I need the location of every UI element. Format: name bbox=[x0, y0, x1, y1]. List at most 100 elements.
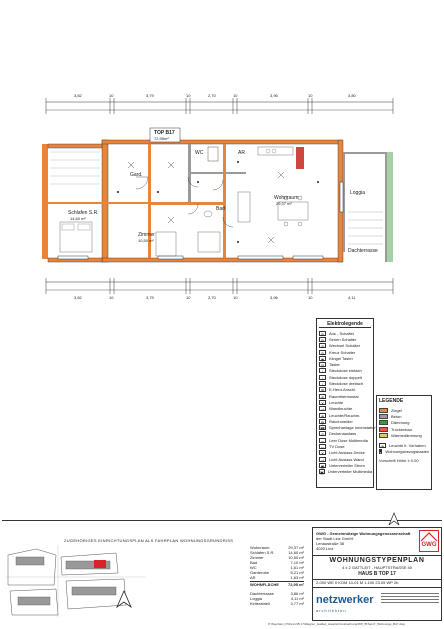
legend-item-label: Licht Auslass Decke bbox=[329, 450, 365, 456]
room-label-wc: WC bbox=[195, 150, 204, 156]
electrical-symbol-icon: ◎ bbox=[319, 362, 326, 369]
legend-list: ⊘Aus - Schalter⊘Serien Schalter⊘Wechsel … bbox=[319, 330, 377, 476]
area-row-value: 8,21 m² bbox=[290, 570, 304, 575]
electrical-symbol-icon: ☎ bbox=[319, 425, 326, 432]
area-row-label: Bad bbox=[250, 560, 258, 565]
room-label-loggia: Loggia bbox=[350, 190, 366, 196]
dim-bottom-1: 3,82 bbox=[74, 295, 82, 300]
material-swatch bbox=[379, 426, 388, 432]
title-block: GWG - Gemeinnützige Wohnungsgenossenscha… bbox=[312, 527, 442, 621]
dim-bottom-3: 3,79 bbox=[146, 295, 154, 300]
brand-info-lines bbox=[381, 591, 439, 605]
area-row-value: 3,77 m² bbox=[290, 601, 304, 606]
company-address: Lenaustraße 38 bbox=[316, 541, 345, 546]
legend-item-label: Wechsel Schalter bbox=[329, 343, 361, 349]
area-row-value: 7,10 m² bbox=[290, 560, 304, 565]
legend-item-label: Leuchte/Rauchm. bbox=[329, 412, 361, 418]
area-row: Zimmer 10,50 m² bbox=[250, 555, 304, 560]
netzwerker-logo: netzwerker architekten bbox=[316, 594, 374, 613]
dim-top-2: 10 bbox=[109, 93, 114, 98]
legend-item: ▭Leer Dose Multimedia bbox=[319, 437, 371, 444]
legend-item-label: Sprechanlage Innenstation bbox=[328, 425, 377, 431]
room-area-zimmer: 10,50 m² bbox=[138, 238, 154, 243]
legend-item-label: Licht Auslass Wand bbox=[329, 456, 364, 462]
title-band bbox=[313, 555, 441, 556]
legend-item-label: TV Dose bbox=[329, 443, 345, 449]
legend-item-label: Unterverteiler Strom bbox=[329, 462, 365, 468]
area-row-label: Dachterrasse bbox=[250, 591, 274, 596]
dim-bottom-4: 10 bbox=[186, 295, 191, 300]
dim-top-9: 3,80 bbox=[348, 93, 356, 98]
legend-item-label: Aus - Schalter bbox=[329, 330, 355, 336]
electrical-symbol-icon: ⊥ bbox=[319, 368, 326, 375]
room-label-gard: Gard. bbox=[130, 172, 143, 178]
dim-bottom-8: 10 bbox=[308, 295, 313, 300]
room-label-schlafen: Schlafen S.R. bbox=[68, 210, 99, 216]
plan-title: WOHNUNGSTYPENPLAN bbox=[329, 557, 425, 564]
electrical-symbol-icon: ✕ bbox=[319, 399, 326, 406]
legend-item-label: Leuchte bbox=[329, 399, 344, 405]
electrical-symbol-icon: ⊙ bbox=[319, 431, 326, 438]
electrical-symbol-icon: ⊘ bbox=[319, 349, 326, 356]
room-label-ar: AR bbox=[238, 150, 245, 156]
material-swatch bbox=[379, 420, 388, 426]
dim-top-5: 2,70 bbox=[208, 93, 216, 98]
lamp-icon: ⊗ bbox=[379, 443, 386, 450]
legend-notes: Vorschrift Höhe ± 0,00 bbox=[379, 458, 419, 464]
legend-item: ✕Licht Auslass Decke bbox=[319, 450, 371, 456]
area-row-label: WC bbox=[250, 565, 257, 570]
area-row-value: 10,50 m² bbox=[288, 555, 304, 560]
meta-band bbox=[313, 579, 441, 580]
dim-top-4: 10 bbox=[186, 93, 191, 98]
legend-item: ⊙Deckenauslass bbox=[319, 431, 371, 437]
area-row-label: AR bbox=[250, 575, 256, 580]
room-label-dachterrasse: Dachterrasse bbox=[348, 248, 378, 254]
legend-item: ☎Sprechanlage Innenstation bbox=[319, 424, 377, 432]
legend-item: ◉Klingel Taster bbox=[319, 355, 371, 362]
area-row: Bad 7,10 m² bbox=[250, 560, 304, 565]
top-area: 72,95m² bbox=[154, 136, 169, 141]
electrical-symbol-icon: ◍ bbox=[319, 418, 326, 425]
area-row-value: 1,61 m² bbox=[290, 565, 304, 570]
dim-top-8: 10 bbox=[308, 93, 313, 98]
legend-item-label: Unterverteiler Multimedia bbox=[327, 469, 373, 475]
legend-item-label: Klingel Taster bbox=[329, 355, 353, 361]
material-label: Dämmung bbox=[391, 420, 410, 426]
legend-item-label: Kreuz Schalter bbox=[329, 349, 356, 355]
material-item: Dämmung bbox=[379, 420, 429, 426]
legend-item: ⊗Leuchte/Rauchm. bbox=[319, 412, 371, 419]
brand-band bbox=[313, 587, 441, 588]
legend-title: Elektrolegende bbox=[319, 321, 371, 328]
legend-item-label: E-Herd-Anschl. bbox=[329, 387, 357, 393]
legend-item-label: Leer Dose Multimedia bbox=[329, 437, 368, 443]
area-row-value: 1,63 m² bbox=[290, 575, 304, 580]
legend-extra-1: ⊗ Leuchte it. Vorhaben bbox=[379, 443, 426, 450]
area-row-value: 29,37 m² bbox=[288, 545, 304, 550]
area-row-label: Schlafen S.R. bbox=[250, 550, 275, 555]
site-plan-drawing bbox=[6, 545, 146, 617]
material-legend-title: LEGENDE bbox=[379, 398, 404, 404]
material-item: Beton bbox=[379, 413, 429, 419]
area-row-value: 14,60 m² bbox=[288, 550, 304, 555]
legend-item: ▭TV Dose bbox=[319, 443, 371, 450]
company-name: GWG - Gemeinnützige Wohnungsgenossenscha… bbox=[316, 531, 411, 536]
area-row-label: Zimmer bbox=[250, 555, 264, 560]
legend-extra-2: ▪ Wohnungsbezugskasten bbox=[379, 449, 430, 456]
material-label: Beton bbox=[391, 413, 402, 419]
area-row-label: Loggia bbox=[250, 596, 263, 601]
electrical-symbol-icon: ▣ bbox=[319, 469, 325, 476]
house-top: HAUS B TOP 17 bbox=[358, 571, 396, 577]
material-swatch bbox=[379, 432, 388, 438]
electrical-symbol-icon: ⊘ bbox=[319, 330, 326, 337]
dim-top-1: 3,82 bbox=[74, 93, 82, 98]
electrical-symbol-icon: ▭ bbox=[319, 437, 326, 444]
legend-item: ⊘Aus - Schalter bbox=[319, 330, 371, 337]
electrical-symbol-icon: ⊗ bbox=[319, 412, 326, 419]
legend-item: ▣Unterverteiler Multimedia bbox=[319, 469, 373, 476]
legend-item-label: Steckdose doppelt bbox=[329, 374, 362, 380]
company-sub: der Stadt Linz GmbH bbox=[316, 536, 354, 541]
